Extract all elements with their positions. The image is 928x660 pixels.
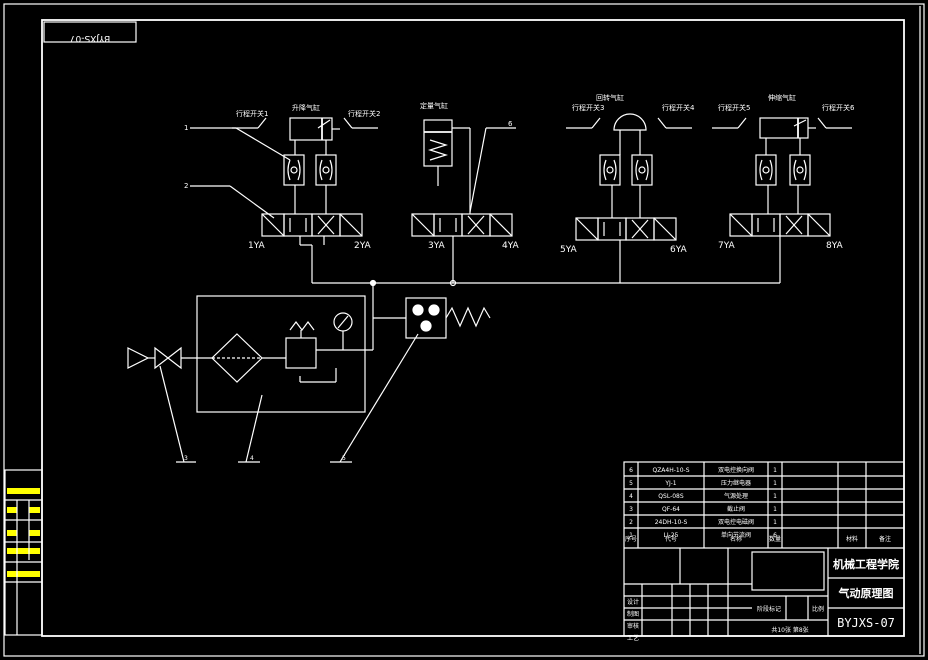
- parts-cell-code: 24DH-10-S: [655, 519, 688, 526]
- parts-cell-code: QF-64: [662, 506, 680, 513]
- limit-switch-4-label: 行程开关4: [662, 103, 695, 112]
- parts-cell-no: 5: [629, 480, 633, 487]
- coil-1ya: 1YA: [248, 241, 266, 251]
- coil-2ya: 2YA: [354, 241, 372, 251]
- parts-cell-qty: 1: [773, 480, 777, 487]
- mirrored-code-box: BYJXS-07: [43, 21, 137, 43]
- header-material: 材料: [846, 535, 858, 543]
- supply-line: [311, 245, 781, 350]
- drawing-title: 气动原理图: [838, 586, 894, 600]
- solenoid-valve-3: 5YA 6YA: [560, 217, 688, 255]
- parts-cell-qty: 1: [773, 467, 777, 474]
- coil-8ya: 8YA: [826, 241, 844, 251]
- callout-4: 4: [250, 455, 254, 462]
- sheet-border: [3, 3, 925, 657]
- parts-cell-no: 4: [629, 493, 633, 500]
- parts-cell-no: 1: [629, 532, 633, 539]
- callouts: 1 2 3 4 5 6: [159, 120, 516, 463]
- solenoid-valve-1: 1YA 2YA: [248, 213, 372, 251]
- limit-switch-1-label: 行程开关1: [236, 109, 268, 118]
- throttle-valves-3: [599, 154, 653, 218]
- parts-cell-code: YJ-1: [664, 480, 676, 487]
- parts-cell-name: 压力继电器: [721, 479, 751, 487]
- parts-cell-name: 单向节流阀: [721, 531, 751, 539]
- sign-design: 设计: [627, 598, 639, 606]
- sign-check: 审核: [627, 622, 639, 630]
- parts-cell-name: 双电控换向阀: [718, 466, 754, 474]
- side-strip: [4, 469, 43, 636]
- limit-switch-1: 行程开关1: [232, 109, 268, 129]
- parts-cell-name: 双电控电磁阀: [718, 518, 754, 526]
- parts-cell-no: 2: [629, 519, 633, 526]
- title-block: 6 QZA4H-10-S 双电控换向阀 1 5 YJ-1 压力继电器 1 4 QSL-08S 气源处…: [623, 461, 905, 642]
- limit-switch-3-label: 行程开关3: [572, 103, 604, 112]
- parts-cell-name: 气源处理: [724, 492, 748, 500]
- parts-cell-code: LI-25: [664, 532, 679, 539]
- parts-cell-code: QZA4H-10-S: [652, 467, 689, 474]
- sign-craft: 工艺: [627, 634, 639, 642]
- limit-switch-2-label: 行程开关2: [348, 109, 380, 118]
- parts-cell-no: 6: [629, 467, 633, 474]
- limit-switch-6-label: 行程开关6: [822, 103, 855, 112]
- limit-switch-4: 行程开关4: [657, 103, 695, 129]
- limit-switch-5-label: 行程开关5: [718, 103, 750, 112]
- solenoid-valve-2: 3YA 4YA: [411, 213, 520, 251]
- header-qty: 数量: [769, 535, 781, 543]
- throttle-valves-1: [283, 140, 337, 214]
- scale-label: 比例: [812, 605, 824, 613]
- parts-cell-qty: 1: [773, 493, 777, 500]
- coil-3ya: 3YA: [428, 241, 446, 251]
- sign-draw: 制图: [627, 610, 639, 618]
- throttle-valves-4: [755, 154, 811, 214]
- limit-switch-5: 行程开关5: [712, 103, 750, 129]
- stop-cylinder-label: 定量气缸: [420, 101, 448, 110]
- callout-6: 6: [508, 120, 513, 128]
- callout-1: 1: [184, 124, 188, 132]
- sheet-info: 共10张 第8张: [771, 626, 808, 634]
- rotary-cylinder-label: 回转气缸: [596, 93, 624, 102]
- lift-cylinder-label: 升降气缸: [292, 103, 320, 112]
- coil-7ya: 7YA: [718, 241, 736, 251]
- parts-cell-no: 3: [629, 506, 633, 513]
- parts-cell-name: 截止阀: [727, 505, 745, 513]
- coil-5ya: 5YA: [560, 245, 578, 255]
- parts-list: 6 QZA4H-10-S 双电控换向阀 1 5 YJ-1 压力继电器 1 4 QSL-08S 气源处…: [629, 466, 777, 539]
- push-cylinder: 伸缩气缸: [759, 93, 816, 155]
- coil-6ya: 6YA: [670, 245, 688, 255]
- solenoid-valve-4: 7YA 8YA: [718, 213, 844, 251]
- school-name: 机械工程学院: [833, 557, 899, 571]
- drawing-code: BYJXS-07: [837, 616, 895, 630]
- callout-5: 5: [342, 455, 346, 462]
- header-no: 序号: [625, 535, 637, 543]
- pressure-relay: [405, 297, 491, 339]
- parts-cell-code: QSL-08S: [658, 493, 684, 500]
- callout-2: 2: [184, 182, 188, 190]
- coil-4ya: 4YA: [502, 241, 520, 251]
- stage-label: 阶段标记: [757, 605, 781, 613]
- air-source-unit: [127, 295, 373, 413]
- limit-switch-3: 行程开关3: [566, 103, 604, 129]
- header-code: 代号: [665, 535, 677, 543]
- push-cylinder-label: 伸缩气缸: [768, 93, 796, 102]
- limit-switch-6: 行程开关6: [817, 103, 855, 129]
- header-note: 备注: [879, 535, 891, 543]
- header-name: 名称: [730, 535, 742, 543]
- mirrored-code: BYJXS-07: [70, 33, 110, 43]
- callout-3: 3: [184, 455, 188, 462]
- stop-cylinder: 定量气缸: [420, 101, 471, 214]
- parts-cell-qty: 1: [773, 506, 777, 513]
- limit-switch-2: 行程开关2: [343, 109, 380, 129]
- parts-cell-qty: 1: [773, 519, 777, 526]
- lift-cylinder: 升降气缸: [289, 103, 340, 141]
- rotary-cylinder: 回转气缸: [596, 93, 647, 155]
- parts-cell-qty: 6: [773, 532, 777, 539]
